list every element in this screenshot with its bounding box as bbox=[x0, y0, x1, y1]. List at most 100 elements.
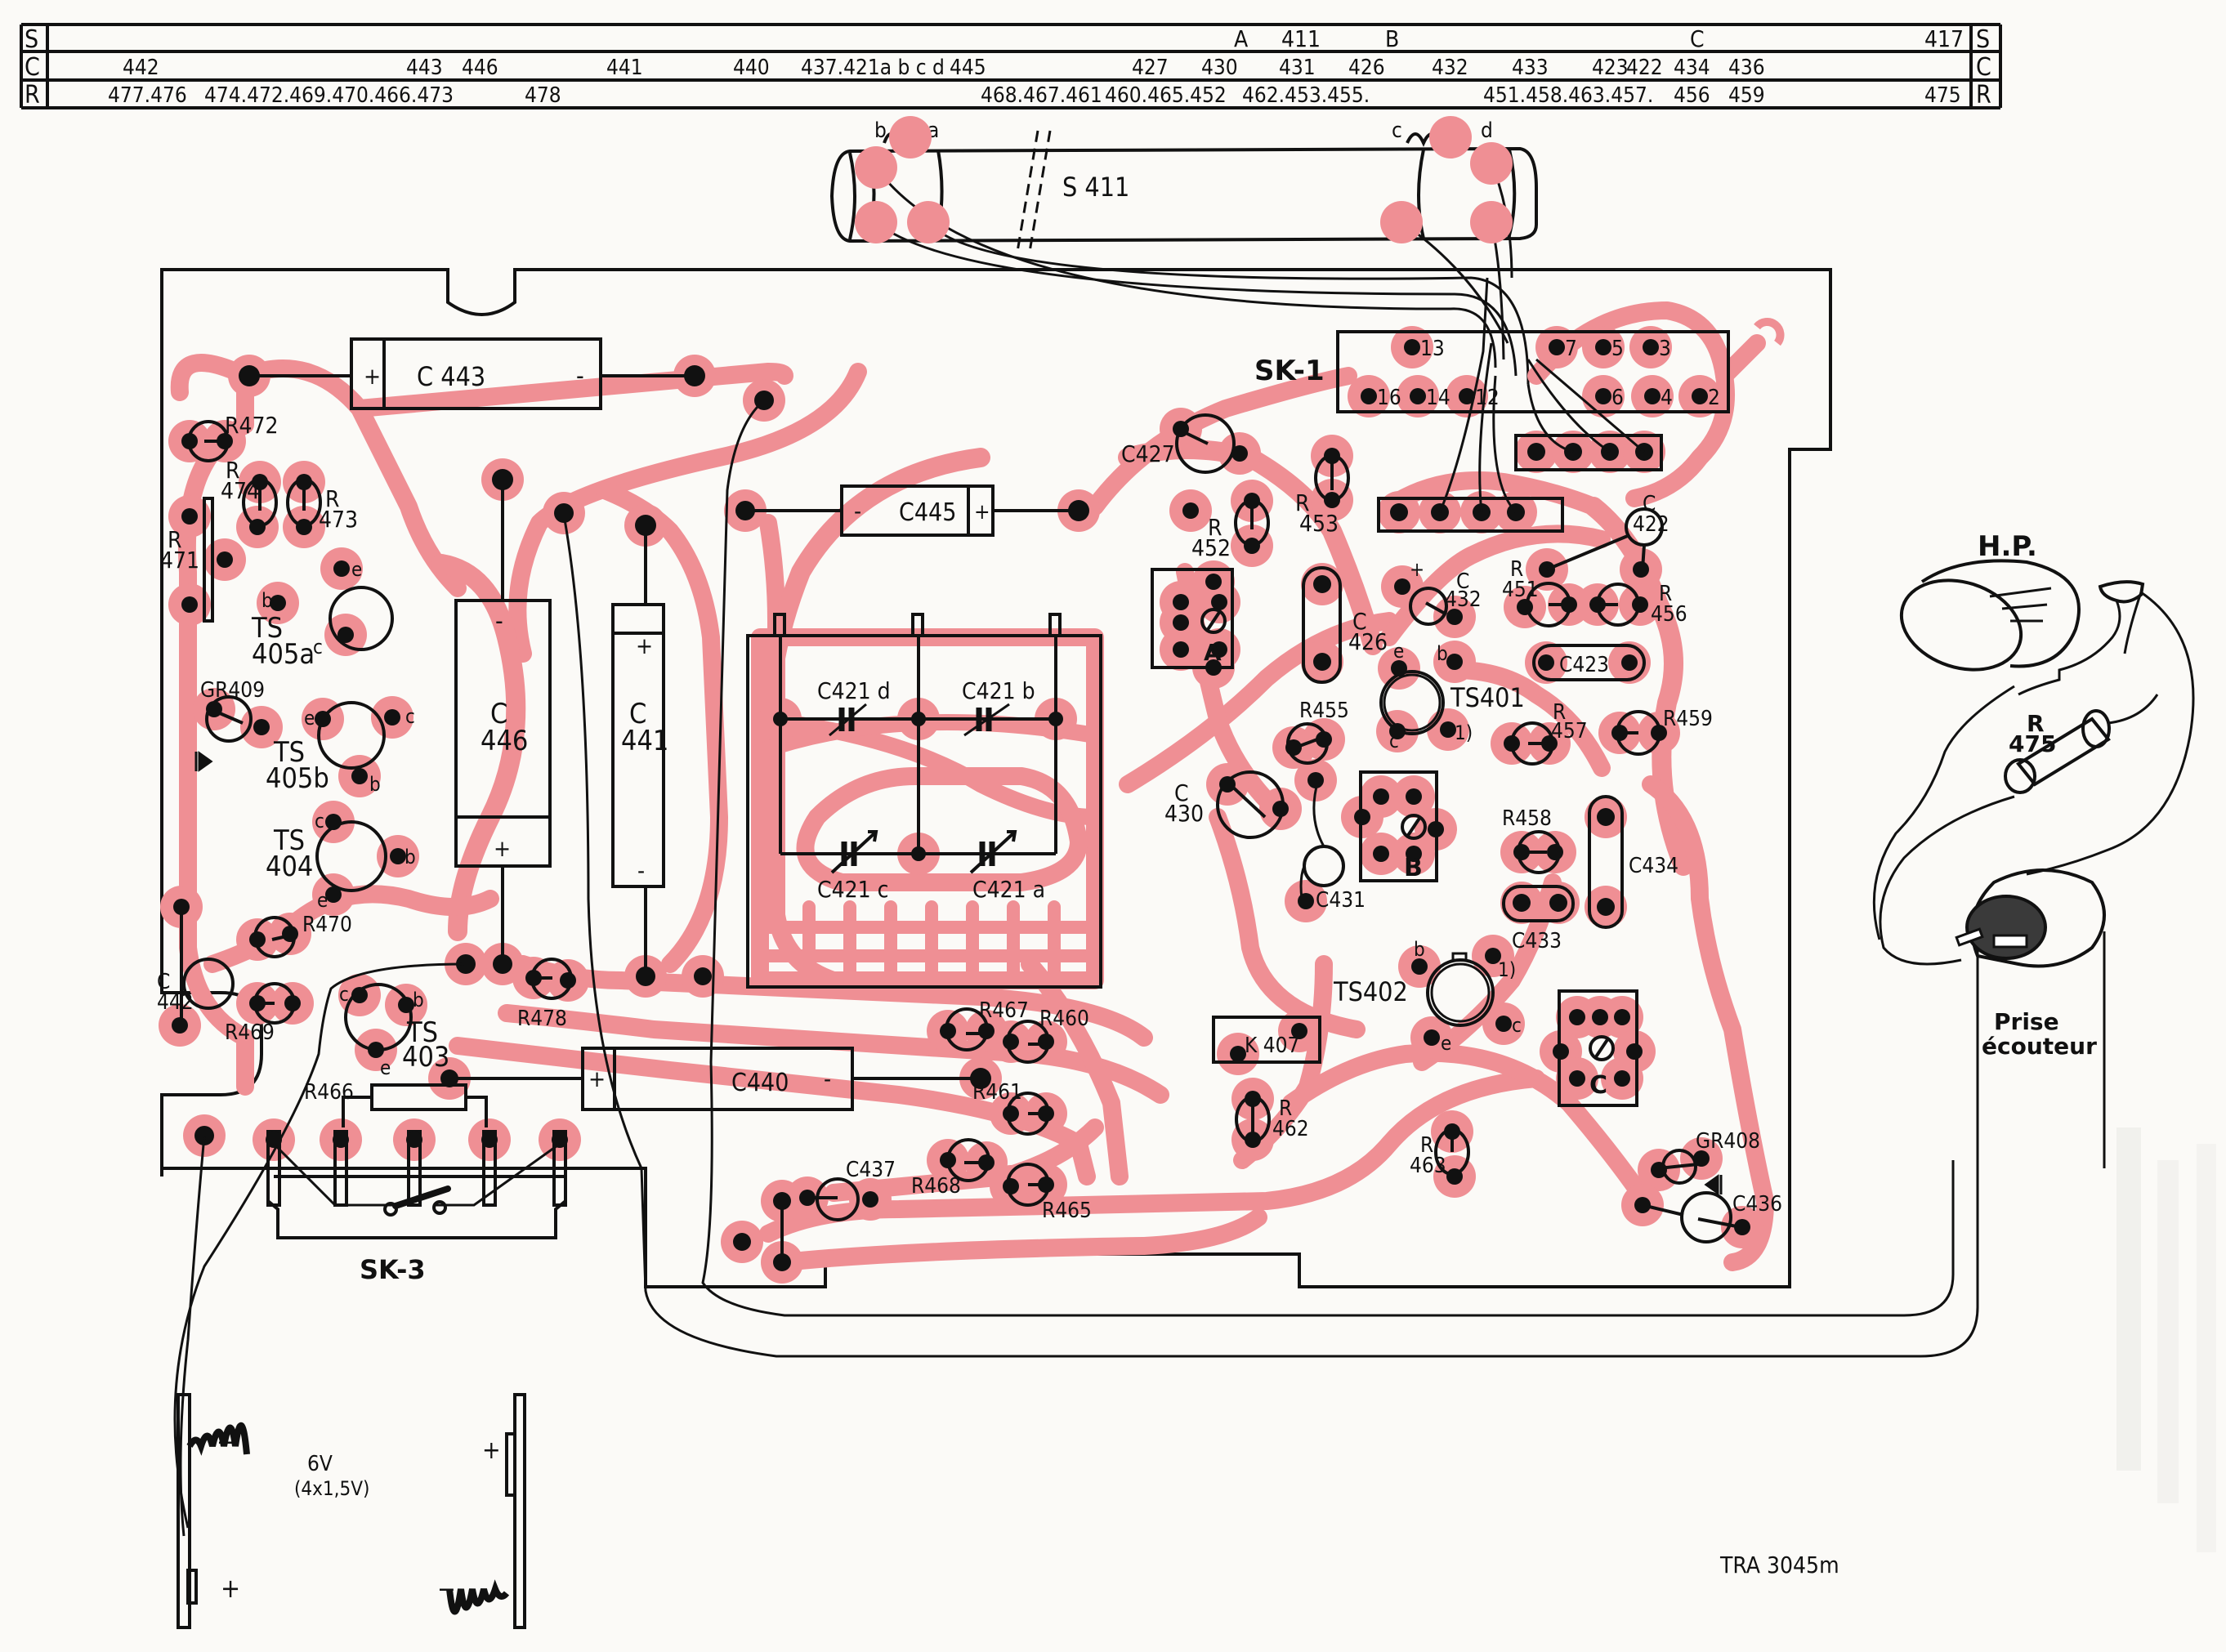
r465-label: R465 bbox=[1042, 1199, 1092, 1223]
ts402-pin-1: 1) bbox=[1498, 958, 1516, 981]
sk1-pin-label: 14 bbox=[1426, 386, 1450, 410]
ts403-pin-c: c bbox=[339, 983, 349, 1006]
diode-gr408: GR408 bbox=[1651, 1129, 1760, 1195]
c442-label-bottom: 442 bbox=[157, 990, 194, 1015]
c441-label-top: C bbox=[629, 698, 646, 730]
index-r-entry: 475 bbox=[1924, 83, 1961, 108]
index-c-entry: 432 bbox=[1432, 56, 1468, 80]
coil-a-label: A bbox=[1204, 639, 1222, 666]
index-c-entry: 446 bbox=[462, 56, 498, 80]
r475-label-top: R bbox=[2027, 710, 2045, 737]
components: + C 443 - R472 R 474 R 473 bbox=[157, 277, 1979, 1537]
sk1-pin bbox=[1644, 388, 1661, 404]
ts403-pin-b: b bbox=[413, 989, 424, 1011]
coil-a: A bbox=[1151, 568, 1234, 676]
c423-label: C423 bbox=[1559, 653, 1609, 677]
r460-label: R460 bbox=[1039, 1007, 1089, 1031]
ts405b-label-top: TS bbox=[273, 736, 305, 769]
solder-pad bbox=[1470, 201, 1513, 243]
index-r-entry: 460.465.452 bbox=[1105, 83, 1227, 108]
r478-label: R478 bbox=[517, 1007, 567, 1031]
r451-label-top: R bbox=[1510, 557, 1523, 582]
index-r-entry: 456 bbox=[1674, 83, 1710, 108]
diode-symbol-icon bbox=[194, 751, 213, 772]
transistor-ts404: c b e TS 404 bbox=[266, 810, 416, 912]
resistor-r465: R465 bbox=[1003, 1163, 1092, 1223]
coil-tap-b: b bbox=[874, 118, 887, 143]
resistor-r461: R461 bbox=[972, 1080, 1054, 1136]
solder-pad bbox=[855, 201, 897, 243]
coil-c-label: C bbox=[1589, 1071, 1607, 1100]
resistor-r471: R 471 bbox=[160, 497, 233, 623]
resistor-r457: R 457 bbox=[1504, 700, 1588, 766]
index-s-entry: C bbox=[1690, 25, 1705, 52]
capacitor-c442: C 442 bbox=[157, 899, 235, 1034]
solder-pad bbox=[907, 201, 950, 243]
coil-tap-c: c bbox=[1392, 118, 1402, 143]
coil-k407: K 407 bbox=[1212, 1016, 1321, 1064]
battery-left-plus: + bbox=[221, 1573, 240, 1604]
resistor-r460: R460 bbox=[1003, 1007, 1089, 1064]
index-c-entry: 433 bbox=[1512, 56, 1549, 80]
antenna-label: S 411 bbox=[1062, 172, 1129, 203]
c426-label-bottom: 426 bbox=[1348, 628, 1388, 655]
sk1-pin-label: 5 bbox=[1611, 337, 1624, 361]
resistor-r455: R455 bbox=[1285, 699, 1349, 765]
capacitor-c426: C 426 bbox=[1302, 566, 1388, 684]
c432-plus: + bbox=[1410, 558, 1424, 581]
r467-label: R467 bbox=[979, 998, 1029, 1023]
sk1-pin bbox=[1549, 339, 1565, 355]
capacitor-c443: + C 443 - bbox=[239, 337, 705, 410]
index-r-entry: 477.476 bbox=[108, 83, 187, 108]
c445-label: C445 bbox=[899, 498, 956, 527]
sk1-pin bbox=[1595, 339, 1611, 355]
capacitor-c423: C423 bbox=[1532, 644, 1646, 681]
capacitor-c441: + C 441 - bbox=[611, 515, 668, 986]
index-r-entry: 474.472.469.470.466.473 bbox=[204, 83, 454, 108]
sk3-label: SK-3 bbox=[360, 1254, 426, 1285]
index-c-entry: 431 bbox=[1279, 56, 1316, 80]
sk1-pin-label: 6 bbox=[1611, 386, 1624, 410]
earphone-label-line2: écouteur bbox=[1982, 1033, 2097, 1060]
resistor-r456: R 456 bbox=[1589, 582, 1687, 627]
index-c-entry: 442 bbox=[123, 56, 159, 80]
spring-contact-left-icon bbox=[186, 1422, 250, 1456]
diode-gr409: GR409 bbox=[194, 678, 270, 772]
ts405b-pin-b: b bbox=[369, 773, 381, 796]
r473-label-bottom: 473 bbox=[319, 506, 358, 533]
index-s-entry: 417 bbox=[1924, 25, 1964, 52]
c437-label: C437 bbox=[846, 1158, 896, 1182]
r457-label-bottom: 457 bbox=[1551, 719, 1588, 743]
ts401-pin-1: 1) bbox=[1455, 721, 1473, 744]
row-label-r-right: R bbox=[1976, 81, 1991, 109]
index-s-entry: A bbox=[1234, 25, 1249, 52]
capacitor-c431: C431 bbox=[1298, 772, 1366, 913]
gr409-label: GR409 bbox=[200, 678, 265, 703]
r470-label: R470 bbox=[302, 913, 352, 937]
resistor-r462: R 462 bbox=[1235, 1091, 1309, 1148]
ts402-pin-c: c bbox=[1512, 1014, 1522, 1037]
r461-label: R461 bbox=[972, 1080, 1022, 1105]
ts402-pin-b: b bbox=[1414, 938, 1425, 961]
index-c-entry: 434 bbox=[1674, 56, 1710, 80]
resistor-r470: R470 bbox=[249, 913, 352, 958]
r466-label: R466 bbox=[304, 1080, 354, 1105]
ts404-pin-b: b bbox=[405, 846, 416, 868]
ts403-pin-e: e bbox=[380, 1056, 391, 1079]
row-label-c: C bbox=[25, 53, 40, 82]
index-r-entry: 451.458.463.457. bbox=[1483, 83, 1653, 108]
coil-b: B bbox=[1354, 770, 1444, 882]
index-c-entry: 426 bbox=[1348, 56, 1385, 80]
r458-label: R458 bbox=[1502, 806, 1552, 831]
capacitor-c422: C 422 bbox=[1546, 492, 1670, 578]
earphone-jack: Prise écouteur bbox=[1955, 868, 2106, 1307]
index-r-entry: 459 bbox=[1728, 83, 1765, 108]
transistor-ts402: b 1) e c TS402 bbox=[1333, 938, 1522, 1055]
c421d-label: C421 d bbox=[817, 677, 891, 704]
bleed-through-print bbox=[2116, 1127, 2216, 1552]
ts402-label: TS402 bbox=[1333, 976, 1408, 1007]
row-label-r: R bbox=[25, 81, 40, 109]
switch-sk3: SK-3 bbox=[266, 1130, 568, 1285]
